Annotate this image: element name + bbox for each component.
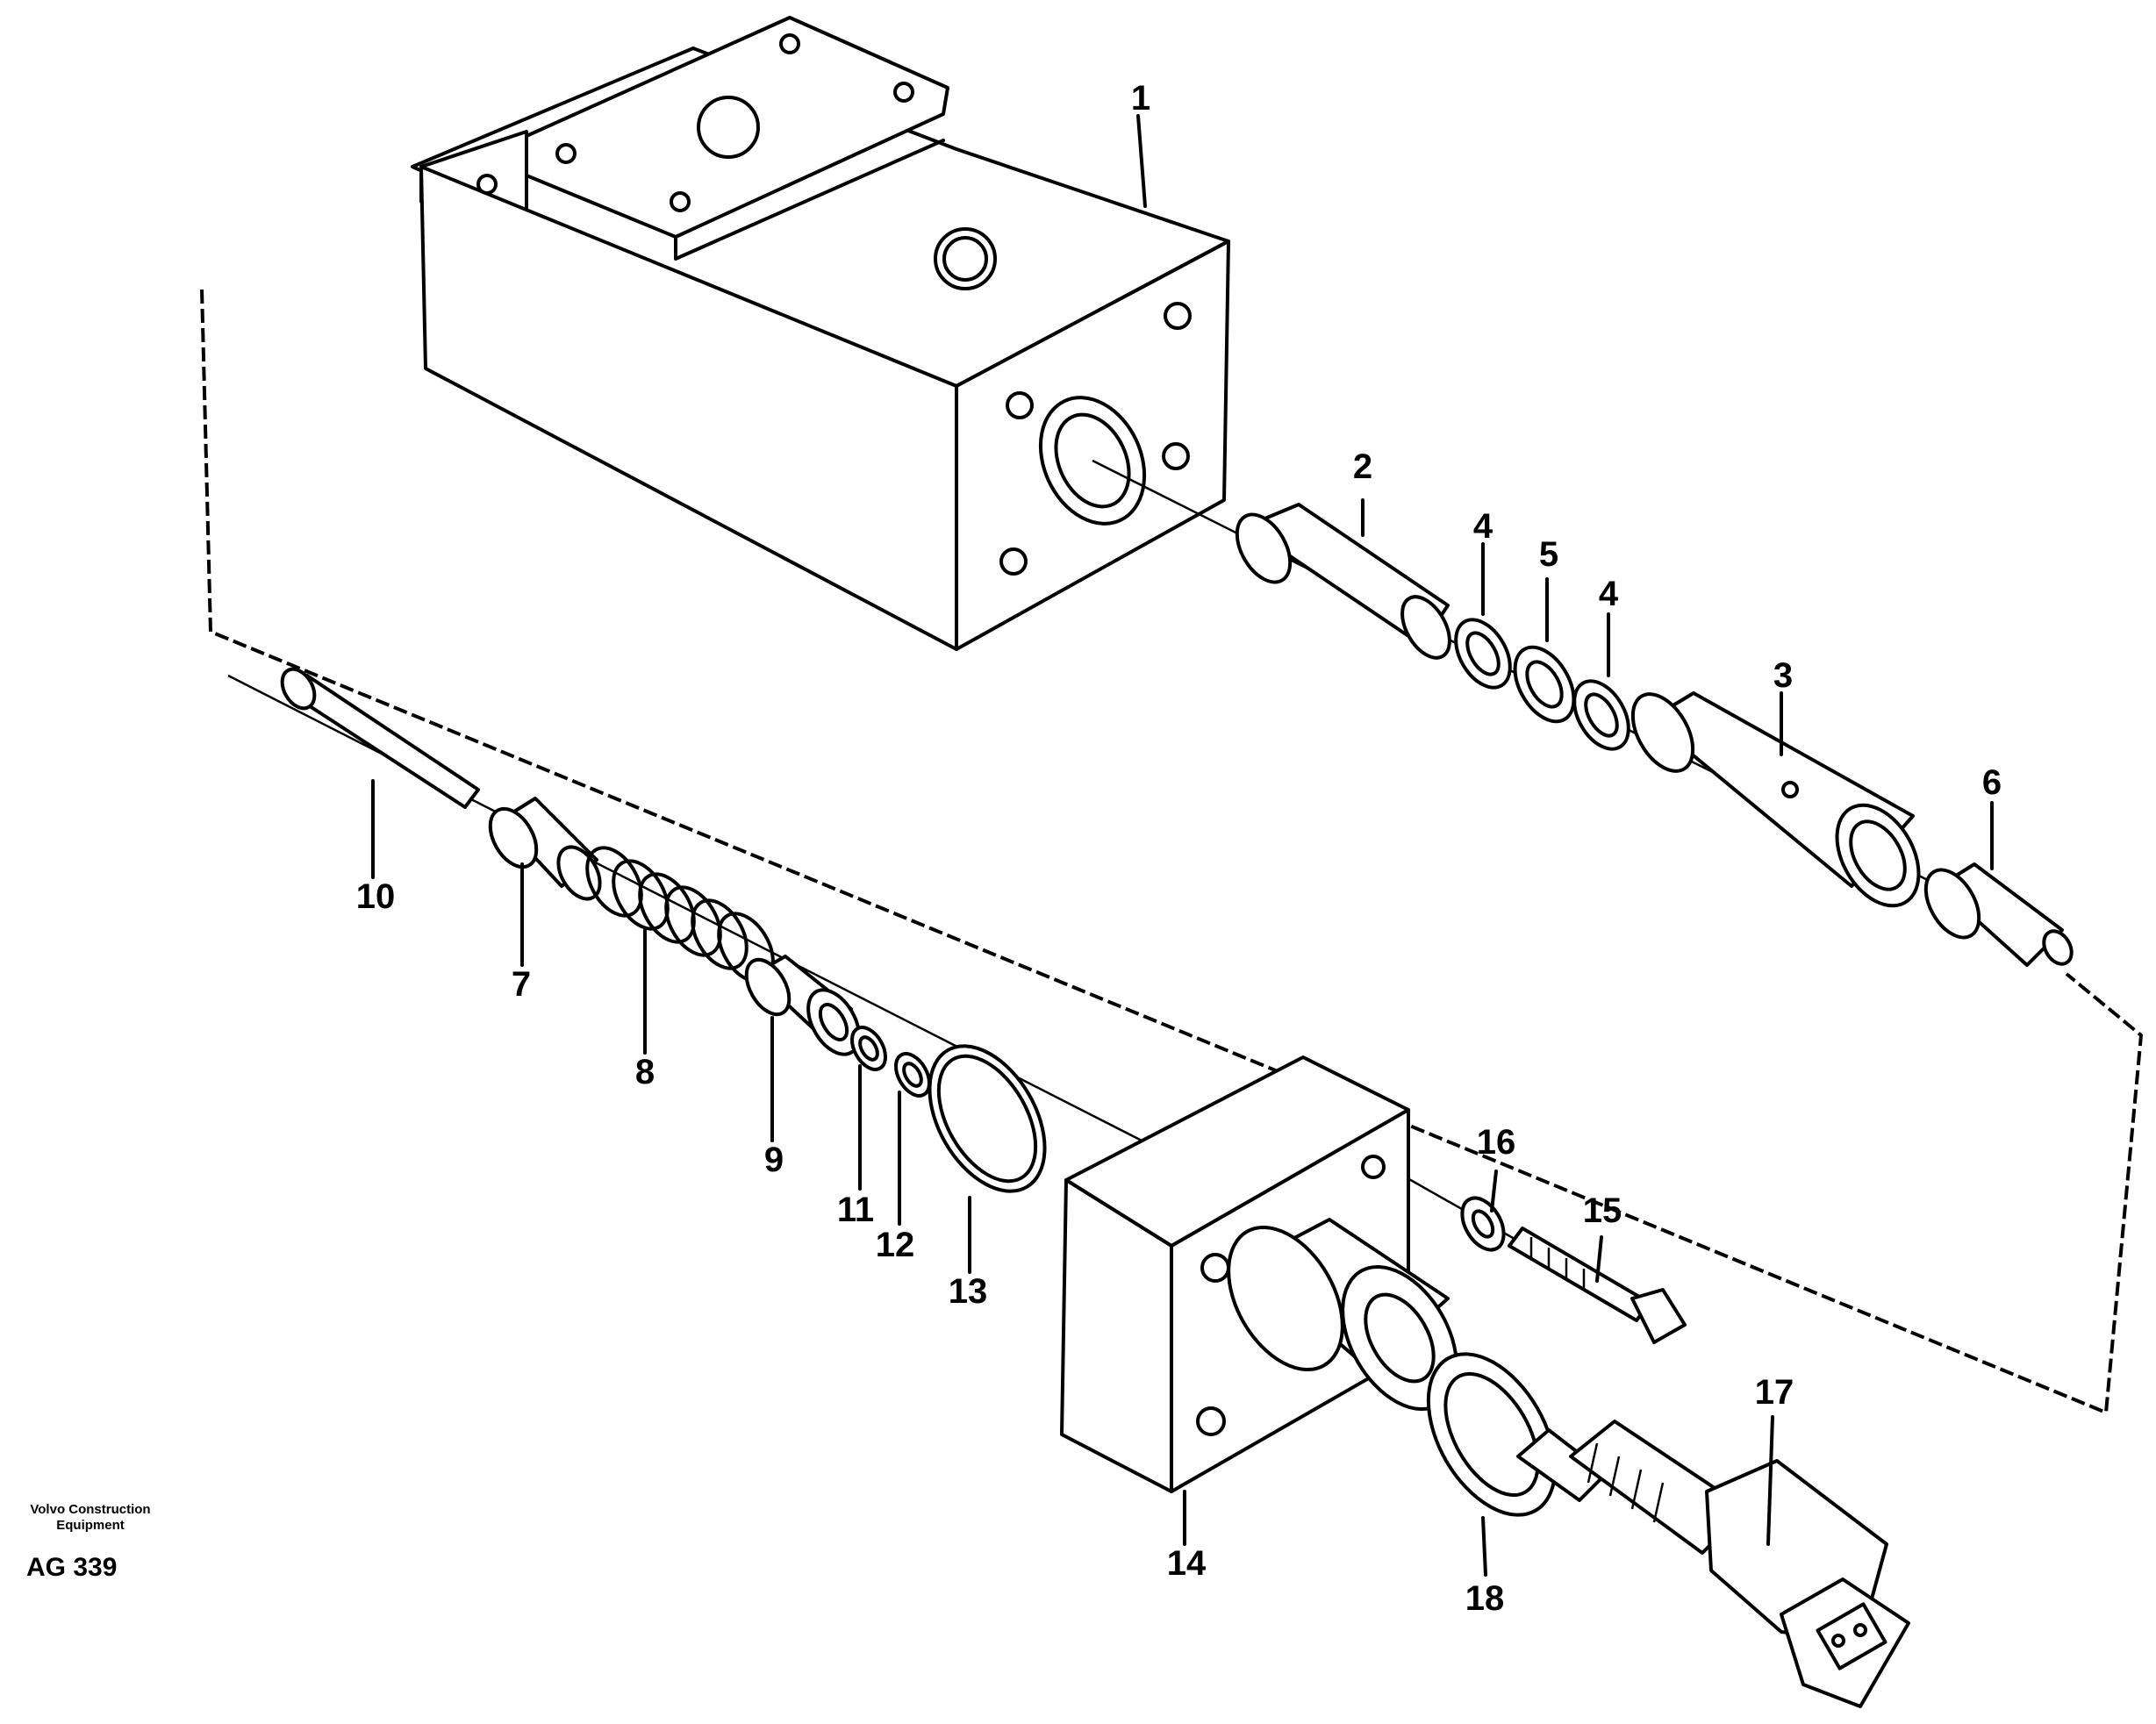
part-label-14: 14 xyxy=(1167,1544,1207,1583)
assembly-dashed-line xyxy=(200,289,2144,1415)
plug-drawing xyxy=(1923,862,2074,967)
small-washers-drawing xyxy=(850,1026,931,1098)
o-ring-inner-drawing xyxy=(936,1054,1038,1184)
part-labels: 1 2 3 4 4 5 6 7 8 9 10 11 12 13 14 15 16… xyxy=(356,79,2002,1618)
washers-drawing xyxy=(1454,618,1630,751)
seal-ring-drawing xyxy=(1426,1352,1558,1517)
part-label-2: 2 xyxy=(1353,447,1372,486)
part-label-9: 9 xyxy=(764,1141,784,1179)
part-label-4b: 4 xyxy=(1599,575,1619,613)
part-label-8: 8 xyxy=(635,1053,655,1091)
company-name-line2: Equipment xyxy=(56,1518,125,1533)
seal-ring-inner-drawing xyxy=(1443,1371,1540,1498)
sensor-drawing xyxy=(1516,1420,1910,1708)
piston-drawing xyxy=(744,955,861,1056)
bolt-washer-drawing xyxy=(1460,1196,1506,1252)
part-label-6: 6 xyxy=(1982,763,2002,802)
valve-spool-drawing xyxy=(1630,691,1921,908)
small-sleeve-drawing xyxy=(488,797,602,901)
company-name-line1: Volvo Construction xyxy=(30,1502,151,1517)
bolt-drawing xyxy=(1508,1227,1687,1344)
bolt-washer-inner-drawing xyxy=(1471,1209,1495,1239)
part-label-5: 5 xyxy=(1539,535,1558,574)
part-label-17: 17 xyxy=(1755,1373,1794,1412)
drawing-reference: AG 339 xyxy=(26,1553,118,1582)
valve-housing-drawing xyxy=(411,16,1230,651)
company-name: Volvo Construction Equipment xyxy=(7,1502,174,1534)
part-label-18: 18 xyxy=(1465,1579,1505,1618)
part-label-4a: 4 xyxy=(1473,507,1493,546)
part-label-10: 10 xyxy=(356,877,396,916)
part-label-15: 15 xyxy=(1583,1191,1622,1230)
part-label-7: 7 xyxy=(512,965,531,1004)
pin-drawing xyxy=(280,667,480,809)
sleeve-drawing xyxy=(1235,503,1451,660)
leader-lines xyxy=(371,114,1994,1577)
part-label-16: 16 xyxy=(1477,1123,1516,1162)
part-label-1: 1 xyxy=(1131,79,1150,118)
o-ring-drawing xyxy=(928,1044,1047,1193)
part-label-3: 3 xyxy=(1773,656,1793,695)
part-label-11: 11 xyxy=(837,1191,874,1229)
part-label-13: 13 xyxy=(949,1272,988,1311)
end-cover-drawing xyxy=(1060,1055,1458,1493)
part-label-12: 12 xyxy=(876,1226,915,1264)
